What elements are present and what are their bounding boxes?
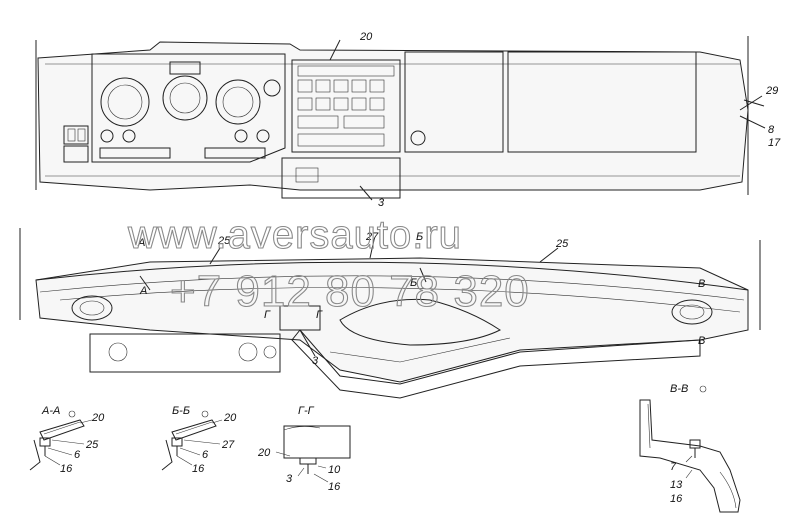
- section-vv-callout-13: 13: [670, 479, 683, 491]
- section-mark-a-2: А: [139, 285, 147, 297]
- section-vv: [639, 385, 741, 513]
- air-vent-right: [671, 299, 713, 325]
- callout-3-mid: 3: [312, 355, 319, 367]
- callout-27: 27: [365, 231, 379, 243]
- glovebox-left: [404, 51, 504, 153]
- section-mark-g-1: Г: [264, 309, 271, 321]
- section-vv-callout-16: 16: [670, 493, 683, 505]
- left-switch-block: [63, 125, 89, 163]
- center-switch-panel: [291, 59, 401, 153]
- section-mark-g-2: Г: [316, 309, 323, 321]
- section-mark-b-2: Б: [410, 277, 417, 289]
- lock-icon: [410, 130, 426, 146]
- dashboard-perspective-view: [19, 228, 761, 399]
- section-mark-v-2: В: [698, 335, 705, 347]
- callout-25-left: 25: [217, 235, 231, 247]
- section-vv-callout-7: 7: [670, 461, 677, 473]
- dashboard-front-view: [35, 36, 766, 201]
- section-gg-callout-3: 3: [286, 473, 293, 485]
- section-bb-callout-6: 6: [202, 449, 209, 461]
- section-bb-title: Б-Б: [172, 405, 190, 417]
- lower-cluster: [89, 333, 281, 373]
- section-aa-callout-6: 6: [74, 449, 81, 461]
- watermark-phone: +7 912 80 78 320: [170, 267, 530, 316]
- section-gg-callout-20: 20: [257, 447, 271, 459]
- callout-3-top: 3: [378, 197, 385, 209]
- section-aa: [29, 410, 93, 471]
- section-aa-title: А-А: [41, 405, 60, 417]
- watermark-site: www.aversauto.ru: [127, 213, 462, 257]
- lower-console: [291, 329, 701, 399]
- lower-cover-3: [281, 157, 401, 199]
- callout-20-top: 20: [359, 31, 373, 43]
- section-mark-b-1: Б: [416, 231, 423, 243]
- callout-8: 8: [768, 124, 775, 136]
- glovebox-right: [507, 51, 697, 153]
- section-bb-callout-20: 20: [223, 412, 237, 424]
- air-vent-left: [71, 295, 113, 321]
- section-gg-title: Г-Г: [298, 405, 315, 417]
- center-duct: [339, 298, 501, 346]
- callout-29: 29: [765, 85, 778, 97]
- section-aa-callout-25: 25: [85, 439, 99, 451]
- section-mark-v-1: В: [698, 278, 705, 290]
- callout-25-right: 25: [555, 238, 569, 250]
- section-gg: [275, 425, 351, 483]
- instrument-cluster: [91, 53, 286, 163]
- section-bb-callout-16: 16: [192, 463, 205, 475]
- section-vv-title: В-В: [670, 383, 688, 395]
- section-bb-callout-27: 27: [221, 439, 235, 451]
- section-mark-a-1: А: [137, 237, 145, 249]
- section-aa-callout-20: 20: [91, 412, 105, 424]
- callout-17: 17: [768, 137, 781, 149]
- section-bb: [161, 410, 223, 471]
- section-aa-callout-16: 16: [60, 463, 73, 475]
- section-gg-callout-16: 16: [328, 481, 341, 493]
- section-gg-callout-10: 10: [328, 464, 341, 476]
